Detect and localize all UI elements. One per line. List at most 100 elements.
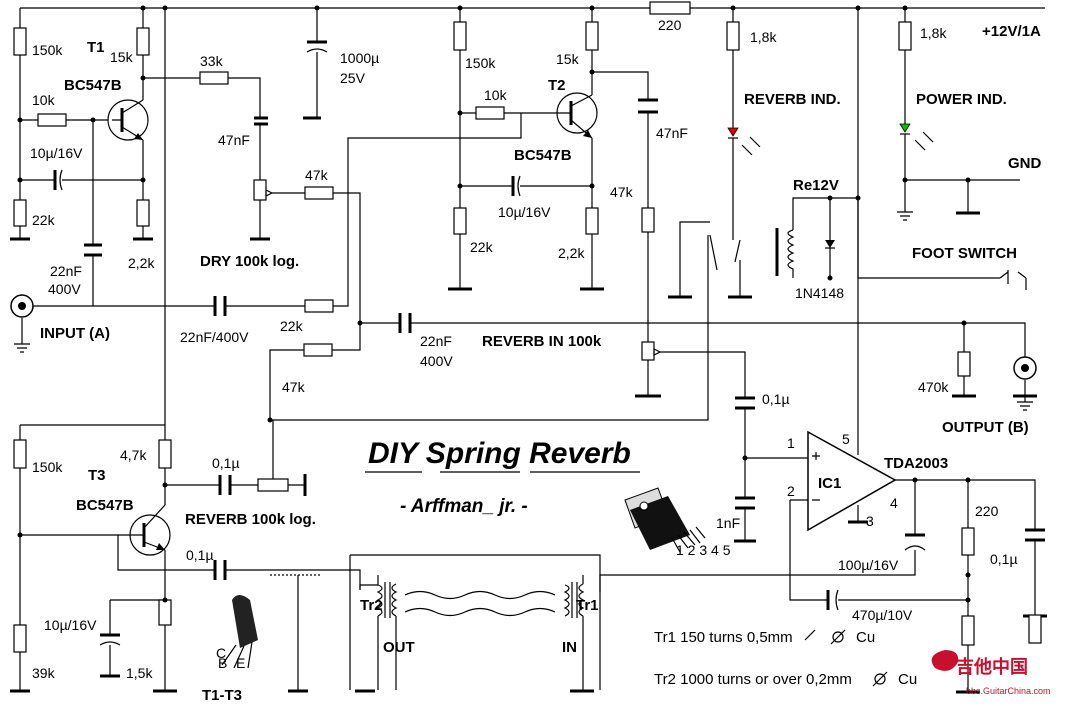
resistor-47k-mix (303, 343, 333, 357)
spring-tank (270, 574, 585, 690)
label-supply: +12V/1A (982, 23, 1041, 40)
label-15k-t1: 15k (110, 49, 134, 65)
label-pin-e: E (236, 655, 245, 671)
label-pin-c: C (216, 645, 226, 661)
label-reverb-pot: REVERB 100k log. (185, 511, 316, 528)
label-15k-t2: 15k (556, 51, 580, 67)
resistor-39k (13, 624, 27, 653)
label-tr1-note: Tr1 150 turns 0,5mm (654, 629, 793, 646)
label-t1: T1 (87, 39, 105, 56)
diameter-symbols (830, 629, 888, 687)
diode-1n4148 (825, 240, 835, 248)
label-diode: 1N4148 (795, 285, 844, 301)
label-47nf-1: 47nF (218, 132, 250, 148)
label-pin3: 3 (866, 513, 874, 529)
junction-dots (17, 5, 971, 603)
label-1k8-reverb: 1,8k (750, 29, 777, 45)
resistor-out-lower (961, 615, 975, 646)
relay (709, 228, 1027, 290)
resistor-15k-t2 (585, 21, 599, 51)
label-33k: 33k (200, 53, 224, 69)
label-bc547b-t1: BC547B (64, 77, 122, 94)
label-pin4: 4 (890, 495, 898, 511)
resistor-47k-t2 (641, 207, 655, 233)
label-in: IN (562, 639, 577, 656)
resistors (13, 1, 1042, 653)
label-reverb-in: REVERB IN 100k (482, 333, 602, 350)
label-reverb-ind: REVERB IND. (744, 91, 841, 108)
label-100u: 100µ/16V (838, 557, 899, 573)
watermark-text: 吉他中国 (956, 656, 1028, 677)
resistor-150k-t2 (453, 21, 467, 51)
resistor-47k-dry (304, 186, 334, 200)
label-4k7: 4,7k (120, 447, 147, 463)
label-t1-t3: T1-T3 (202, 687, 242, 704)
label-10u-t1: 10µ/16V (30, 145, 83, 161)
label-t2: T2 (548, 77, 566, 94)
label-39k: 39k (32, 665, 56, 681)
label-bc547b-t3: BC547B (76, 497, 134, 514)
labels: 150k T1 15k BC547B 33k 10k 10µ/16V 47nF … (30, 17, 1051, 704)
pot-reverb-in (641, 341, 655, 361)
label-pin1: 1 (787, 435, 795, 451)
transistor-t1 (107, 99, 149, 141)
pot-dry (253, 179, 267, 201)
label-tr1: Tr1 (576, 597, 599, 614)
label-dry-pot: DRY 100k log. (200, 253, 299, 270)
label-1000u: 1000µ (340, 50, 379, 66)
label-47k-1: 47k (305, 167, 329, 183)
label-tda2003: TDA2003 (884, 455, 948, 472)
label-25v: 25V (340, 70, 366, 86)
jacks (10, 294, 1037, 380)
label-10u-t2: 10µ/16V (498, 204, 551, 220)
label-150k-t2: 150k (465, 55, 496, 71)
ground-symbols (10, 116, 1047, 694)
led-reverb (727, 127, 739, 137)
resistor-4k7 (158, 439, 172, 469)
label-2k2-t2: 2,2k (558, 245, 585, 261)
label-2k2-t1: 2,2k (128, 255, 155, 271)
label-foot-switch: FOOT SWITCH (912, 245, 1017, 262)
wires (19, 7, 1045, 692)
resistor-150k-t3 (13, 439, 27, 469)
label-cu-2: Cu (898, 671, 917, 688)
resistor-10k-t1 (37, 113, 67, 127)
leds (727, 123, 934, 156)
label-47k-mix: 47k (282, 379, 306, 395)
label-10k-t1: 10k (32, 92, 56, 108)
resistor-2k2-t2 (585, 207, 599, 235)
subtitle: - Arffman_ jr. - (400, 496, 528, 517)
label-0u1-1: 0,1µ (762, 391, 790, 407)
label-22nf-3: 22nF (420, 333, 452, 349)
transistor-t2 (540, 92, 598, 139)
label-pin-b: B (218, 655, 227, 671)
label-1nf: 1nF (716, 515, 740, 531)
label-pin2: 2 (787, 483, 795, 499)
label-0u1-2: 0,1µ (212, 455, 240, 471)
label-470u: 470µ/10V (852, 607, 913, 623)
label-47k-t2: 47k (610, 184, 634, 200)
label-220-supply: 220 (658, 17, 682, 33)
label-0u1-out: 0,1µ (990, 551, 1018, 567)
label-400v-3: 400V (420, 353, 453, 369)
label-0u1-3: 0,1µ (186, 547, 214, 563)
label-400v-1: 400V (48, 281, 81, 297)
label-22k-t1: 22k (32, 212, 56, 228)
label-10k-t2: 10k (484, 87, 508, 103)
resistor-1k5 (158, 599, 172, 626)
led-power (899, 123, 911, 133)
label-ic1: IC1 (818, 475, 841, 492)
label-470k: 470k (918, 379, 949, 395)
label-220-out: 220 (975, 503, 999, 519)
label-22nf-1: 22nF (50, 263, 82, 279)
label-22k-input: 22k (280, 318, 304, 334)
resistor-15k-t1 (136, 27, 150, 56)
label-output: OUTPUT (B) (942, 419, 1029, 436)
tda2003-package-image (624, 487, 706, 553)
label-150k-t1: 150k (32, 42, 63, 58)
label-tr2-note: Tr2 1000 turns or over 0,2mm (654, 671, 852, 688)
resistor-22k-input (304, 299, 334, 313)
label-22k-t2: 22k (470, 239, 494, 255)
